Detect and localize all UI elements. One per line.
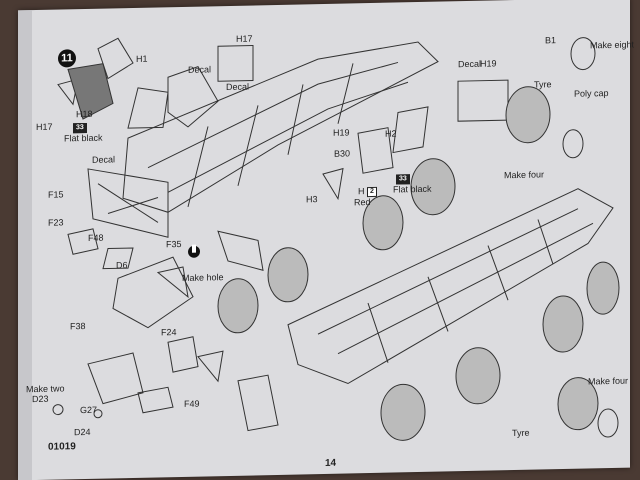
label-decal-left: Decal [92,154,116,165]
wheel-icon [505,37,596,159]
label-h1: H1 [136,53,148,64]
label-d6: D6 [116,260,128,271]
label-make-four-bottom: Make four [588,375,629,387]
label-h19: H19 [333,127,350,138]
label-h-flat: H [358,186,365,197]
lower-chassis [287,188,614,385]
part-d6 [156,266,189,299]
assembly-drawing [52,37,620,441]
label-d24: D24 [74,426,91,438]
mudflap-f15 [87,168,169,238]
label-f38: F38 [70,320,86,332]
kit-code: 01019 [48,441,76,453]
decal-panel-h17 [217,44,254,82]
label-tyre-bottom: Tyre [512,427,530,439]
part-f49 [197,350,224,383]
part-d23 [52,404,64,416]
label-tyre-top: Tyre [534,79,552,90]
instruction-sheet: 11 H1 H17 H17 H18 33 Flat black Decal De… [18,0,634,480]
label-f15: F15 [48,189,64,200]
bumper [237,374,279,432]
label-h17-top: H17 [236,33,253,44]
label-red: Red [354,197,371,208]
label-make-two: Make two [26,383,65,395]
label-f35: F35 [166,238,182,250]
part-f23 [67,228,99,255]
part-h18 [67,63,114,120]
part-f48 [102,247,134,270]
decal-panel-h19 [457,79,509,122]
label-b1: B1 [545,35,557,46]
part-d24 [93,409,103,419]
side-box [167,66,219,128]
label-poly-cap: Poly cap [574,88,609,99]
upper-chassis [122,41,439,213]
page-number: 14 [325,457,337,469]
part-h3 [322,167,344,201]
label-f23: F23 [48,217,64,228]
label-g27: G27 [80,404,98,416]
label-decal-h19: Decal [458,58,482,70]
paint-chip-2: 2 [367,186,377,198]
paint-chip-33a: 33 [73,122,87,134]
label-h19-top: H19 [480,58,497,69]
label-h17-left: H17 [36,121,53,133]
label-d23: D23 [32,393,49,405]
part-f35 [217,230,264,271]
label-f48: F48 [88,232,104,243]
label-flat-black: Flat black [393,183,432,195]
label-b30: B30 [334,148,351,159]
part-bracket [87,352,144,405]
label-f49: F49 [184,398,200,409]
label-decal-a: Decal [188,64,212,75]
label-decal-b: Decal [226,81,250,93]
label-h18: H18 [76,108,93,120]
label-f24: F24 [161,327,177,338]
paint-chip-33b: 33 [396,174,410,185]
part-f38 [112,256,194,329]
part-h19 [357,127,394,174]
label-flat-black-left: Flat black [64,132,103,144]
label-h3: H3 [306,194,318,205]
label-h2: H2 [385,128,397,139]
part-f24 [167,336,199,373]
label-make-four-top: Make four [504,169,545,181]
label-make-eight: Make eight [590,39,635,51]
label-make-hole: Make hole [182,272,224,283]
part-g27 [137,386,174,414]
drill-icon [188,244,200,258]
part-h2 [392,106,429,154]
part-b20 [127,87,169,129]
